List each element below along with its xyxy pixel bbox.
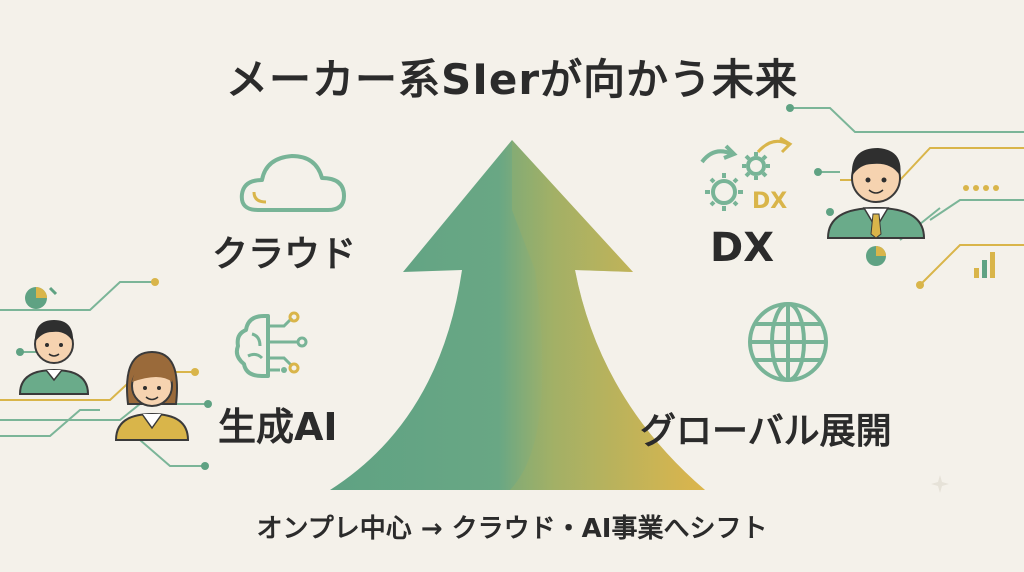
label-cloud: クラウド (212, 234, 357, 275)
dx-badge-text: DX (752, 189, 787, 214)
brain-circuit-icon (234, 311, 308, 378)
circuit-nodes-right (786, 104, 999, 289)
footer-caption: オンプレ中心 → クラウド・AI事業へシフト (256, 514, 768, 544)
label-dx: DX (710, 225, 775, 271)
bar-chart-icon (974, 252, 995, 278)
sparkle-icon (931, 475, 949, 493)
pie-chart-icon (25, 286, 58, 309)
circuit-lines-right (790, 107, 1024, 286)
cloud-icon (239, 154, 346, 212)
rising-arrow (330, 140, 705, 490)
label-global-expansion: グローバル展開 (640, 411, 892, 452)
person-businessman-icon (826, 148, 926, 239)
page-title: メーカー系SIerが向かう未来 (225, 55, 799, 104)
person-man-icon (18, 320, 90, 395)
person-woman-icon (114, 350, 190, 441)
label-generative-ai: 生成AI (218, 405, 338, 449)
dx-gear-icon: DX (700, 136, 793, 214)
circuit-nodes-left (16, 278, 212, 470)
pie-chart-icon-right (866, 246, 886, 266)
globe-icon (748, 302, 828, 382)
